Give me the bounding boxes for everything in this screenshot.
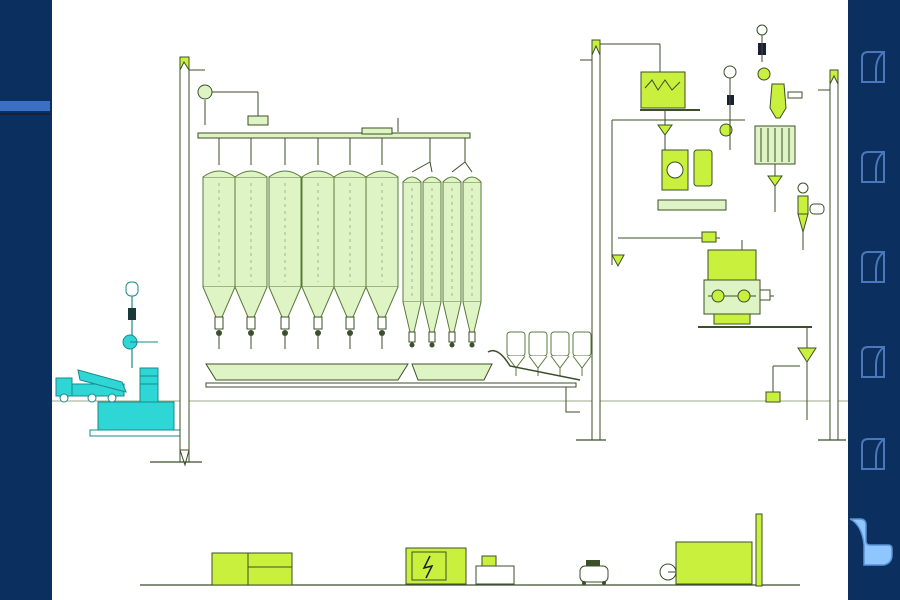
bucket-elevator-left: [150, 56, 269, 467]
left-frame-bar: [0, 0, 52, 600]
hammer-mill-unit: [611, 65, 745, 268]
bag-bin: [550, 331, 570, 377]
large-silo: [268, 170, 302, 350]
bag-bin: [528, 331, 548, 377]
left-accent-stripe: [0, 101, 50, 111]
page-curl-icon: [861, 51, 885, 83]
hand-pointer-icon: [849, 518, 893, 566]
top-distribution-conveyor: [197, 118, 471, 139]
truck-unloading-station: [55, 281, 181, 437]
large-silo: [202, 170, 236, 350]
bucket-elevator-middle: [576, 39, 661, 441]
large-silo: [234, 170, 268, 350]
page-curl-icon: [861, 251, 885, 283]
small-silo: [402, 176, 422, 348]
left-divider-line: [0, 113, 50, 115]
large-silo: [365, 170, 399, 350]
nav-button-1[interactable]: [856, 48, 892, 88]
filter-bank: [754, 24, 803, 212]
small-silo: [422, 176, 442, 348]
page-curl-icon: [861, 438, 885, 470]
right-frame-bar: [848, 0, 900, 600]
small-silo: [462, 176, 482, 348]
nav-button-2[interactable]: [856, 148, 892, 188]
air-compressor: [579, 560, 609, 585]
mixer-unit: [640, 71, 700, 150]
weighing-conveyors: [205, 363, 577, 388]
nav-button-5[interactable]: [856, 435, 892, 475]
pellet-mill: [698, 231, 812, 328]
nav-button-4[interactable]: [856, 343, 892, 383]
nav-button-3[interactable]: [856, 248, 892, 288]
large-silo: [333, 170, 367, 350]
next-page-button[interactable]: [848, 515, 900, 570]
page-curl-icon: [861, 346, 885, 378]
bag-bin: [572, 331, 592, 377]
large-silo-row: [202, 138, 399, 350]
large-silo: [301, 170, 335, 350]
bag-bin-row: [487, 331, 592, 413]
bag-bin: [506, 331, 526, 377]
bucket-elevator-right: [765, 69, 846, 441]
generator-set: [659, 513, 763, 587]
small-silo: [442, 176, 462, 348]
control-panel: [405, 547, 515, 585]
cyclone-separator: [797, 182, 825, 250]
page-curl-icon: [861, 151, 885, 183]
small-silo-row: [402, 138, 482, 348]
generator-cabinet: [211, 552, 293, 586]
